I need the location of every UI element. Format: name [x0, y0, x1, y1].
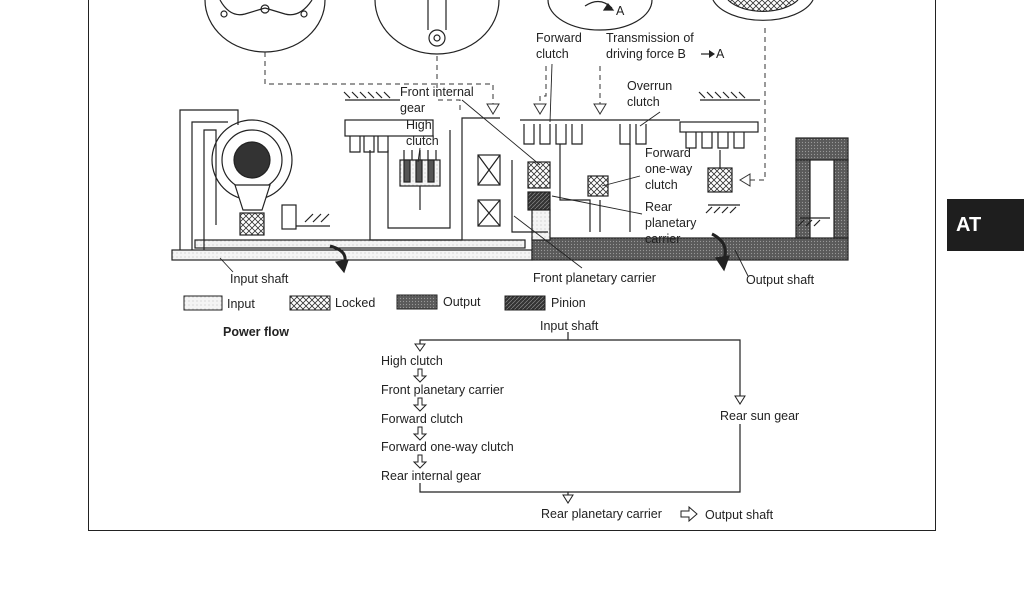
label-high-clutch-2: clutch	[406, 134, 439, 148]
flow-rear-planetary-carrier: Rear planetary carrier	[541, 507, 662, 521]
label-transmission-force-3: A	[716, 47, 725, 61]
label-rear-carrier-1: Rear	[645, 200, 672, 214]
section-tab-at[interactable]: AT	[947, 199, 1024, 251]
label-transmission-force-1: Transmission of	[606, 31, 694, 45]
label-fw-one-way-1: Forward	[645, 146, 691, 160]
label-rear-carrier-2: planetary	[645, 216, 697, 230]
label-front-internal-gear-1: Front internal	[400, 85, 474, 99]
figure-frame	[88, 0, 936, 531]
label-front-internal-gear-2: gear	[400, 101, 425, 115]
label-fw-one-way-3: clutch	[645, 178, 678, 192]
power-flow-arrows	[412, 343, 746, 523]
legend-label-locked: Locked	[335, 296, 375, 310]
force-arrowhead-icon	[709, 50, 715, 58]
transmission-cross-section	[171, 91, 849, 274]
flow-step-front-planetary-carrier: Front planetary carrier	[381, 383, 504, 397]
legend-label-output: Output	[443, 295, 481, 309]
label-front-planetary-carrier: Front planetary carrier	[533, 271, 656, 285]
section-tab-label: AT	[956, 213, 982, 236]
legend-swatch-output	[396, 294, 438, 310]
flow-step-forward-one-way-clutch: Forward one-way clutch	[381, 440, 514, 454]
label-forward-clutch-1: Forward	[536, 31, 582, 45]
leader-arrowheads	[486, 103, 751, 187]
label-transmission-force-2: driving force B	[606, 47, 686, 61]
label-forward-clutch-2: clutch	[536, 47, 569, 61]
legend-label-pinion: Pinion	[551, 296, 586, 310]
legend: Input Locked Output Pinion	[183, 294, 586, 311]
arrow-a-label: A	[616, 4, 625, 18]
power-flow-title: Power flow	[223, 325, 289, 339]
label-overrun-clutch-1: Overrun	[627, 79, 672, 93]
label-rear-carrier-3: carrier	[645, 232, 680, 246]
flow-rear-sun-gear: Rear sun gear	[720, 409, 799, 423]
label-pointers	[219, 63, 749, 277]
legend-label-input: Input	[227, 297, 255, 311]
flow-output-shaft: Output shaft	[705, 508, 774, 522]
flow-input-shaft: Input shaft	[540, 319, 599, 333]
label-output-shaft: Output shaft	[746, 273, 815, 287]
label-high-clutch-1: High	[406, 118, 432, 132]
legend-swatch-pinion	[504, 295, 546, 311]
flow-step-rear-internal-gear: Rear internal gear	[381, 469, 481, 483]
label-fw-one-way-2: one-way	[645, 162, 693, 176]
flow-step-high-clutch: High clutch	[381, 354, 443, 368]
legend-swatch-locked	[289, 295, 331, 311]
flow-step-forward-clutch: Forward clutch	[381, 412, 463, 426]
label-input-shaft: Input shaft	[230, 272, 289, 286]
top-clutch-views	[204, 0, 814, 55]
label-overrun-clutch-2: clutch	[627, 95, 660, 109]
legend-swatch-input	[183, 295, 223, 311]
